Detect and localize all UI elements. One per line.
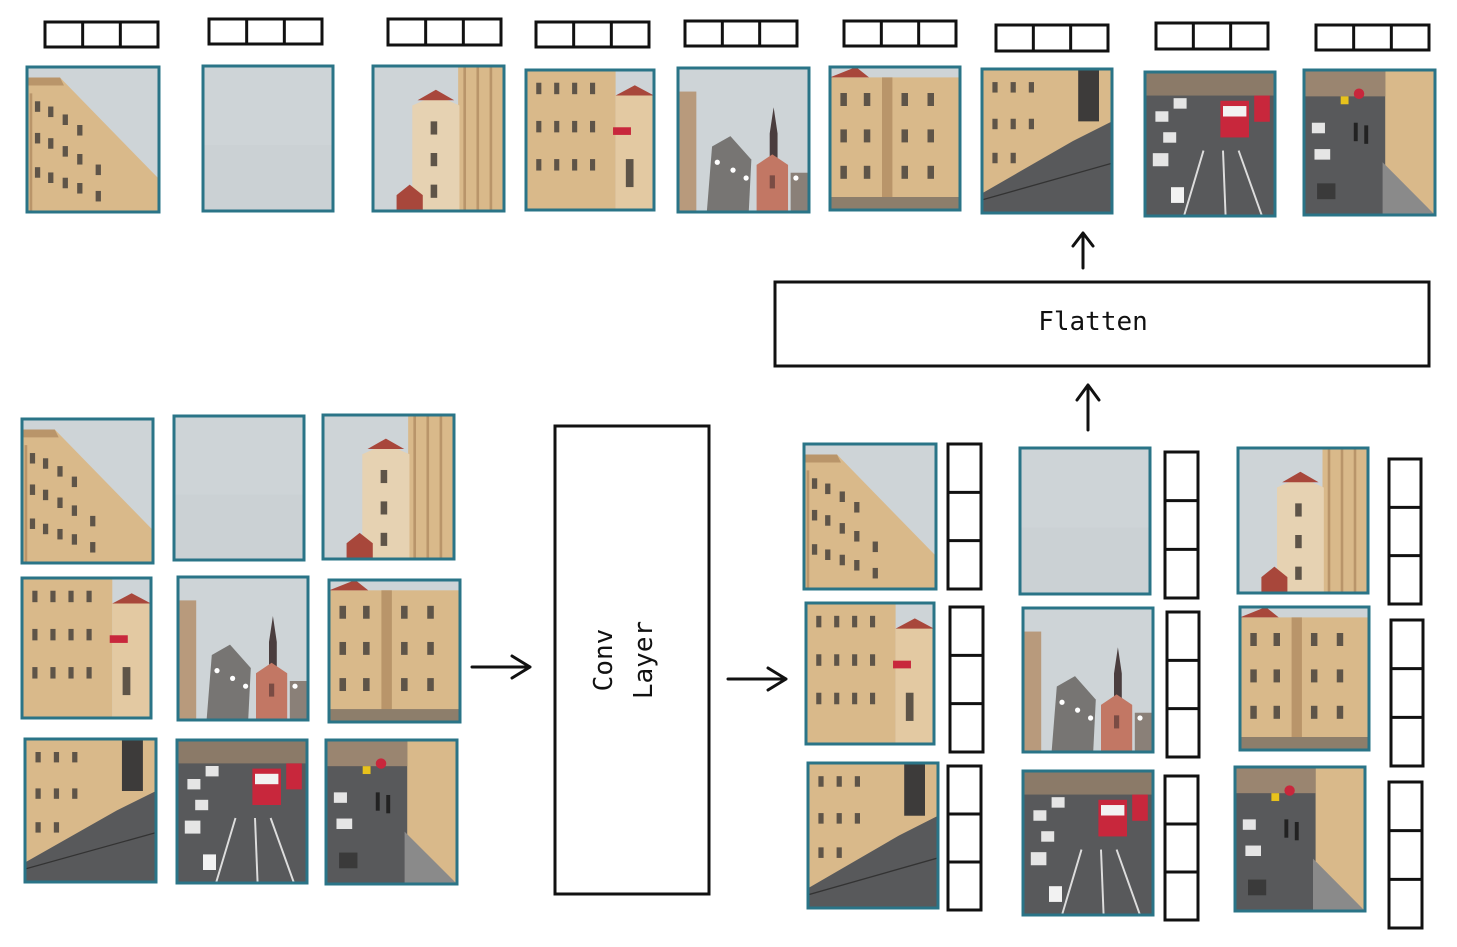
sequence-patch-9 xyxy=(1302,68,1437,217)
input-patch-7 xyxy=(23,737,158,884)
feature-patch-4 xyxy=(804,601,936,746)
feature-vector-8 xyxy=(1163,774,1200,922)
conv-layer-label-line1: Conv xyxy=(589,629,619,692)
arrows xyxy=(470,231,1101,692)
sequence-patch-7 xyxy=(980,67,1114,215)
sequence-patch-4 xyxy=(524,68,656,212)
feature-patch-2 xyxy=(1018,446,1152,596)
flatten-box: Flatten xyxy=(773,280,1431,368)
feature-vector-layer xyxy=(43,17,1431,930)
sequence-patch-3 xyxy=(371,64,506,213)
conv-layer-box: Conv Layer xyxy=(553,424,711,896)
feature-patch-3 xyxy=(1236,446,1370,595)
feature-vector-9 xyxy=(1387,780,1424,930)
sequence-vector-4 xyxy=(534,20,651,49)
input-patch-4 xyxy=(20,576,153,720)
arrow-flatten-to-sequence xyxy=(1071,231,1095,270)
input-patch-6 xyxy=(327,578,462,724)
flatten-label: Flatten xyxy=(1038,307,1148,337)
sequence-patch-6 xyxy=(828,65,962,212)
feature-vector-2 xyxy=(1163,450,1200,600)
sequence-patch-2 xyxy=(201,64,335,213)
conv-layer-label-line2: Layer xyxy=(629,621,659,699)
sequence-vector-3 xyxy=(386,17,503,47)
feature-vector-3 xyxy=(1387,457,1423,606)
sequence-vector-6 xyxy=(842,19,958,48)
feature-vector-1 xyxy=(946,442,983,591)
patch-layer xyxy=(20,64,1437,917)
sequence-vector-1 xyxy=(43,20,160,49)
feature-vector-4 xyxy=(948,605,985,754)
feature-patch-8 xyxy=(1021,769,1155,917)
sequence-vector-8 xyxy=(1154,21,1270,51)
sequence-patch-5 xyxy=(676,66,811,214)
input-patch-1 xyxy=(20,417,155,565)
sequence-vector-2 xyxy=(207,17,324,46)
feature-vector-5 xyxy=(1165,610,1201,759)
feature-vector-7 xyxy=(946,764,983,912)
feature-patch-5 xyxy=(1021,606,1155,754)
feature-patch-9 xyxy=(1233,765,1367,913)
sequence-patch-8 xyxy=(1143,70,1277,218)
input-patch-9 xyxy=(324,738,459,886)
input-patch-5 xyxy=(176,575,310,722)
feature-patch-6 xyxy=(1238,605,1371,752)
arrow-conv-to-features xyxy=(726,666,788,692)
input-patch-3 xyxy=(321,413,456,561)
arrow-features-to-flatten xyxy=(1075,383,1101,432)
feature-vector-6 xyxy=(1389,618,1425,768)
arrow-input-to-conv xyxy=(470,654,532,680)
sequence-vector-7 xyxy=(994,23,1110,53)
sequence-vector-5 xyxy=(683,19,799,48)
feature-patch-7 xyxy=(806,761,940,910)
sequence-vector-9 xyxy=(1314,23,1431,52)
input-patch-8 xyxy=(175,738,309,885)
input-patch-2 xyxy=(172,414,306,562)
sequence-patch-1 xyxy=(25,65,161,214)
feature-patch-1 xyxy=(802,442,938,591)
